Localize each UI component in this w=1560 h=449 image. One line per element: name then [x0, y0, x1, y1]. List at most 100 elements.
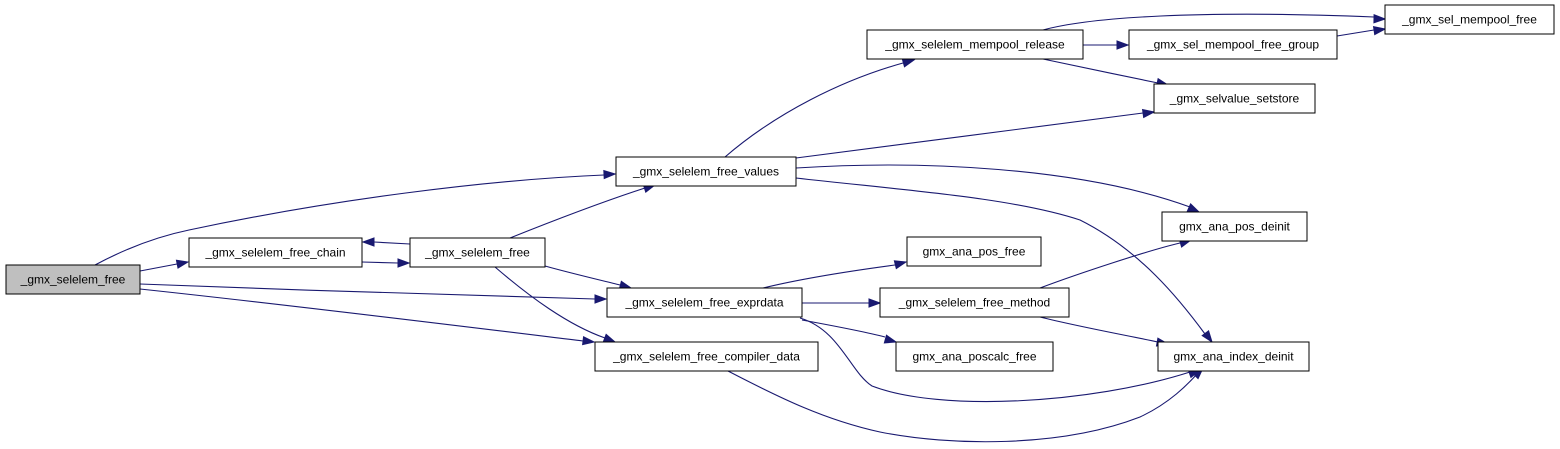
edge-selfree-to-compiler — [494, 266, 617, 343]
edge-line — [1039, 242, 1181, 289]
arrowhead-icon — [1141, 108, 1156, 119]
edge-line — [1042, 58, 1159, 84]
node-label: gmx_ana_index_deinit — [1173, 350, 1294, 364]
arrowhead-icon — [1186, 202, 1201, 213]
node-pos-free[interactable]: gmx_ana_pos_free — [906, 236, 1042, 267]
node-exprdata[interactable]: _gmx_selelem_free_exprdata — [606, 287, 803, 318]
edge-root-to-compiler — [139, 288, 596, 346]
arrowhead-icon — [397, 258, 411, 268]
edge-line — [1042, 13, 1375, 31]
node-mempool-free[interactable]: _gmx_sel_mempool_free — [1384, 4, 1555, 35]
arrowhead-icon — [582, 335, 596, 346]
node-chain[interactable]: _gmx_selelem_free_chain — [188, 237, 363, 268]
node-label: _gmx_sel_mempool_free — [1401, 13, 1537, 27]
node-label: _gmx_selelem_free_chain — [204, 246, 345, 260]
node-label: _gmx_selelem_free_exprdata — [624, 296, 783, 310]
node-box[interactable] — [606, 287, 803, 318]
edge-selfree-to-chain — [361, 237, 411, 247]
node-free-group[interactable]: _gmx_sel_mempool_free_group — [1128, 29, 1338, 60]
node-box[interactable] — [906, 236, 1042, 267]
arrowhead-icon — [901, 58, 916, 68]
edge-line — [494, 266, 606, 339]
edge-exprdata-to-poscalc_free — [801, 319, 898, 344]
node-label: _gmx_selelem_free_compiler_data — [612, 350, 800, 364]
edge-line — [139, 263, 178, 272]
edge-line — [795, 112, 1144, 159]
arrowhead-icon — [602, 333, 617, 343]
node-index-deinit[interactable]: gmx_ana_index_deinit — [1157, 341, 1310, 372]
edge-exprdata-to-method — [802, 298, 882, 308]
arrowhead-icon — [868, 298, 882, 308]
node-selfree[interactable]: _gmx_selelem_free — [409, 237, 546, 268]
arrowhead-icon — [883, 334, 898, 344]
edge-line — [361, 261, 399, 264]
edge-chain-to-selfree — [361, 258, 411, 268]
node-box[interactable] — [879, 287, 1070, 318]
nodes-layer: _gmx_selelem_free _gmx_selelem_free_chain… — [5, 4, 1555, 372]
node-label: gmx_ana_pos_deinit — [1179, 220, 1290, 234]
node-label: _gmx_sel_mempool_free_group — [1146, 38, 1319, 52]
edge-selfree-to-values — [509, 184, 657, 239]
edge-values-to-pos_deinit — [795, 164, 1201, 213]
node-label: gmx_ana_poscalc_free — [912, 350, 1036, 364]
edge-values-to-setstore — [795, 108, 1156, 159]
node-compiler[interactable]: _gmx_selelem_free_compiler_data — [594, 341, 819, 372]
edge-exprdata-to-pos_free — [762, 260, 908, 289]
node-label: _gmx_selelem_free_method — [898, 296, 1050, 310]
edge-method-to-index_deinit — [1039, 316, 1170, 347]
node-box[interactable] — [1384, 4, 1555, 35]
node-box[interactable] — [1128, 29, 1338, 60]
edge-line — [801, 319, 886, 338]
edge-line — [762, 264, 896, 289]
edge-values-to-mempool_release — [724, 58, 916, 158]
edge-mempool_release-to-free_group — [1083, 40, 1130, 50]
node-method[interactable]: _gmx_selelem_free_method — [879, 287, 1070, 318]
node-label: _gmx_selelem_free — [424, 246, 530, 260]
edge-line — [1039, 316, 1159, 343]
edge-mempool_release-to-mempool_free — [1042, 13, 1387, 31]
arrowhead-icon — [361, 237, 375, 247]
edge-line — [799, 317, 1191, 403]
arrowhead-icon — [1373, 14, 1387, 24]
arrowhead-icon — [1201, 329, 1213, 344]
node-mempool-release[interactable]: _gmx_selelem_mempool_release — [866, 29, 1084, 60]
edge-root-to-values — [94, 169, 617, 266]
edges-layer — [94, 13, 1387, 443]
arrowhead-icon — [1372, 26, 1387, 36]
node-box[interactable] — [895, 341, 1054, 372]
node-box[interactable] — [1157, 341, 1310, 372]
edge-line — [544, 265, 621, 286]
node-label: _gmx_selvalue_setstore — [1169, 92, 1300, 106]
edge-root-to-chain — [139, 259, 190, 272]
node-label: _gmx_selelem_mempool_release — [884, 38, 1065, 52]
edge-root-to-exprdata — [139, 283, 608, 304]
edge-line — [724, 62, 904, 158]
edge-line — [94, 174, 605, 266]
arrowhead-icon — [603, 169, 617, 180]
node-pos-deinit[interactable]: gmx_ana_pos_deinit — [1161, 211, 1308, 242]
edge-values-to-index_deinit — [795, 177, 1213, 344]
node-setstore[interactable]: _gmx_selvalue_setstore — [1153, 83, 1316, 114]
edge-line — [373, 241, 411, 245]
node-box[interactable] — [5, 264, 141, 295]
node-root[interactable]: _gmx_selelem_free — [5, 264, 141, 295]
node-box[interactable] — [615, 156, 797, 187]
node-label: _gmx_selelem_free_values — [632, 165, 779, 179]
node-values[interactable]: _gmx_selelem_free_values — [615, 156, 797, 187]
arrowhead-icon — [175, 259, 190, 269]
node-box[interactable] — [188, 237, 363, 268]
node-poscalc-free[interactable]: gmx_ana_poscalc_free — [895, 341, 1054, 372]
node-box[interactable] — [1153, 83, 1316, 114]
edge-selfree-to-exprdata — [544, 265, 633, 290]
node-box[interactable] — [409, 237, 546, 268]
edge-line — [795, 177, 1206, 335]
edge-line — [727, 370, 1198, 443]
node-box[interactable] — [594, 341, 819, 372]
arrowhead-icon — [893, 260, 908, 270]
node-box[interactable] — [866, 29, 1084, 60]
node-box[interactable] — [1161, 211, 1308, 242]
edge-line — [1336, 29, 1375, 37]
edge-compiler-to-index_deinit — [727, 366, 1205, 443]
arrowhead-icon — [1116, 40, 1130, 50]
